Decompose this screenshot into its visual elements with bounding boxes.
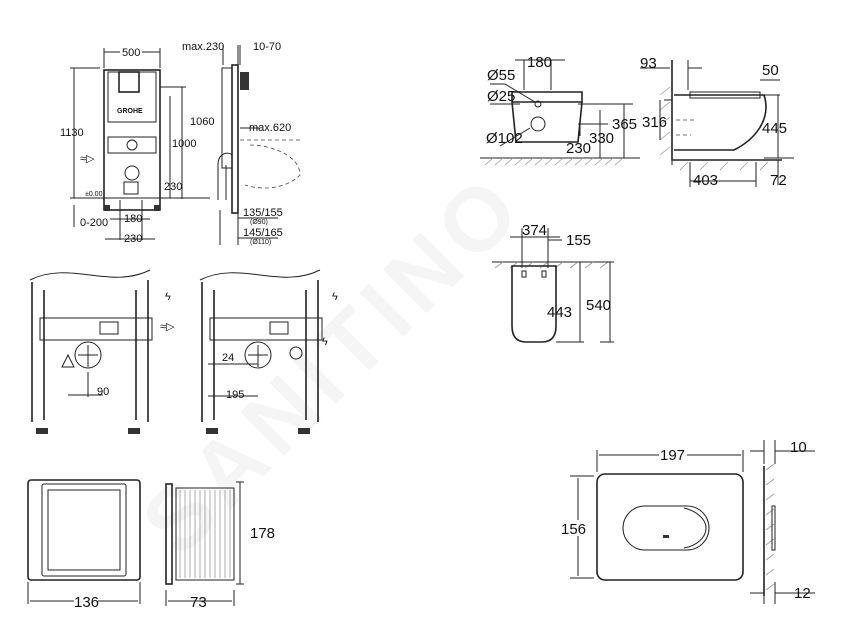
dim-230-width: 230 [124,233,142,245]
dim-145-165: 145/165 [243,227,283,239]
dim-d55: Ø55 [487,67,515,84]
dim-540: 540 [586,297,611,314]
dim-230-height: 230 [164,181,182,193]
dim-max-620: max.620 [249,122,291,134]
dim-10-70: 10-70 [253,41,281,53]
dim-d102: Ø102 [486,130,523,147]
svg-text:≈▷: ≈▷ [80,153,95,165]
dim-d25: Ø25 [487,88,515,105]
dim-73: 73 [190,594,207,611]
svg-text:(Ø90): (Ø90) [250,219,268,226]
dim-178: 178 [250,525,275,542]
dim-445: 445 [762,120,787,137]
connection-detail-left: 90 ϟ [29,269,171,434]
flush-button-icon [622,505,710,551]
dim-500: 500 [122,47,140,59]
toilet-side-view: 93 50 316 445 403 72 [640,55,794,189]
toilet-front-view: 180 Ø55 Ø25 Ø102 365 330 230 [480,54,640,166]
svg-text:ϟ: ϟ [332,291,338,303]
dim-330: 330 [589,130,614,147]
dim-197: 197 [660,447,685,464]
dim-230: 230 [566,140,591,157]
dim-374: 374 [522,222,547,239]
dim-180: 180 [124,213,142,225]
dim-1000: 1000 [172,138,196,150]
dim-24: 24 [222,352,234,364]
dim-max-230: max.230 [182,41,224,53]
flush-plate-icon [118,71,140,93]
dim-10: 10 [790,439,807,456]
dim-0-200: 0-200 [80,217,108,229]
dim-155: 155 [566,232,591,249]
dim-1130: 1130 [60,127,84,139]
dim-1060: 1060 [190,116,214,128]
dim-156: 156 [561,521,586,538]
dim-180: 180 [527,54,552,71]
frame-front-view: GROHE 500 1130 1060 1000 230 ±0.00 0-200… [60,47,214,245]
svg-text:(Ø110): (Ø110) [250,239,271,246]
frame-side-view: max.230 10-70 max.620 135/155 (Ø90) 145/… [182,41,301,246]
dim-195: 195 [226,389,244,401]
dim-12: 12 [794,585,811,602]
dim-316: 316 [642,114,667,131]
dim-72: 72 [770,172,787,189]
grohe-logo: GROHE [117,108,143,115]
connection-detail-right: 24 195 ≈▷ ϟ ϟ [160,269,338,434]
dim-136: 136 [74,594,99,611]
dim-50: 50 [762,62,779,79]
access-plate: 136 73 178 [27,479,275,611]
dim-93: 93 [640,55,657,72]
watermark: SANITINO [123,154,543,574]
dim-90: 90 [97,386,109,398]
svg-text:ϟ: ϟ [322,336,328,348]
dim-365: 365 [612,116,637,133]
toilet-top-view: 374 155 443 540 [492,222,614,343]
dim-443: 443 [547,304,572,321]
flush-plate: 197 156 10 12 [560,439,815,604]
svg-text:ϟ: ϟ [165,291,171,303]
svg-text:≈▷: ≈▷ [160,321,175,333]
dim-135-155: 135/155 [243,207,283,219]
zero-level: ±0.00 [85,191,103,198]
dim-403: 403 [693,172,718,189]
